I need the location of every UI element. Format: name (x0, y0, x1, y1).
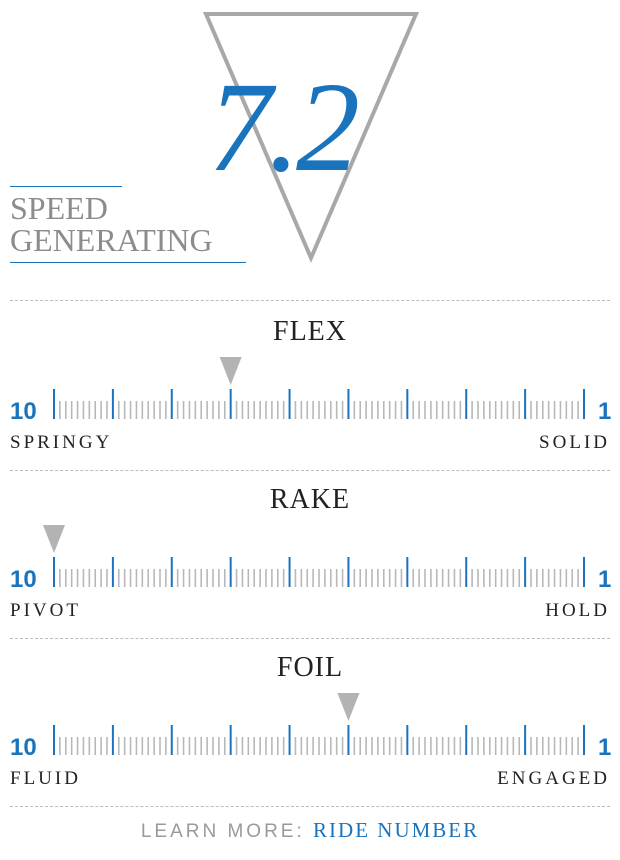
triangle-down-icon (43, 525, 65, 553)
scale-left-number: 10 (10, 566, 37, 593)
learn-more-label: LEARN MORE: (140, 821, 305, 842)
divider (10, 806, 610, 807)
triangle-down-icon (219, 357, 242, 385)
scale-left-number: 10 (10, 398, 37, 425)
meter-title-rake: RAKE (269, 484, 351, 515)
divider (10, 470, 610, 471)
learn-more-footer: LEARN MORE: RIDE NUMBER (0, 818, 620, 843)
meter-right-label: SOLID (539, 432, 610, 453)
ride-number-link[interactable]: RIDE NUMBER (313, 818, 480, 842)
category-line-1: SPEED (10, 190, 108, 226)
meter-left-label: PIVOT (10, 600, 81, 621)
scale-left-number: 10 (10, 734, 37, 761)
category-label: SPEED GENERATING (10, 192, 250, 256)
ride-number: 7.2 (208, 56, 360, 198)
meter-title-foil: FOIL (276, 652, 344, 683)
category-line-2: GENERATING (10, 222, 213, 258)
scale-right-number: 1 (598, 734, 612, 761)
scale-right-number: 1 (598, 398, 612, 425)
scale-right-number: 1 (598, 566, 612, 593)
meter-left-label: FLUID (10, 768, 81, 789)
divider (10, 300, 610, 301)
category-rule-bottom (10, 262, 246, 263)
divider (10, 638, 610, 639)
category-rule-top (10, 186, 122, 187)
meter-right-label: ENGAGED (497, 768, 610, 789)
meter-left-label: SPRINGY (10, 432, 113, 453)
triangle-down-icon (337, 693, 360, 721)
meter-title-flex: FLEX (273, 316, 347, 347)
meter-right-label: HOLD (545, 600, 610, 621)
badge-triangle (202, 12, 420, 264)
